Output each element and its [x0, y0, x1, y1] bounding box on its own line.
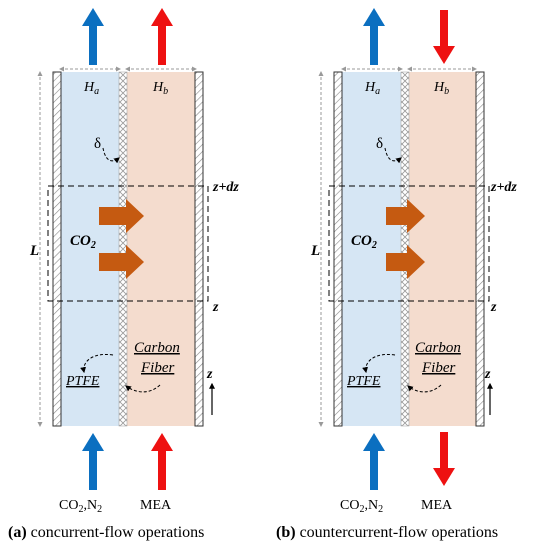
- right-wall: [194, 71, 204, 427]
- zdz-label: z+dz: [490, 180, 517, 195]
- carbon-label: Carbon: [415, 340, 461, 356]
- co2-flux-arrow: [99, 199, 144, 233]
- gas-feed-sub2: 2: [378, 504, 383, 515]
- membrane: [118, 71, 128, 427]
- delta-label: δ: [376, 136, 383, 152]
- liquid-feed-label: MEA: [421, 498, 453, 513]
- svg-text:CO2: CO2: [70, 233, 96, 251]
- ha-label: H: [364, 80, 376, 95]
- top-arrow-liquid-outlet: [151, 8, 173, 65]
- liquid-feed-label: MEA: [140, 498, 172, 513]
- left-wall: [333, 71, 343, 427]
- svg-text:(a) concurrent-flow operations: (a) concurrent-flow operations: [8, 524, 204, 541]
- bottom-arrow-liquid-outlet: [433, 432, 455, 486]
- gas-feed-label: CO: [340, 498, 359, 513]
- fiber-label: Fiber: [140, 360, 174, 376]
- right-wall: [475, 71, 485, 427]
- svg-text:CO2,N2: CO2,N2: [59, 498, 102, 515]
- gas-channel: [61, 72, 119, 426]
- co2-label: CO: [70, 233, 91, 249]
- panel-countercurrent: Ha Hb δ z+dz z L CO2 PTFE Carbon Fiber z…: [276, 8, 517, 541]
- fiber-label: Fiber: [421, 360, 455, 376]
- carbon-label: Carbon: [134, 340, 180, 356]
- svg-text:Hb: Hb: [152, 80, 168, 97]
- gas-feed-sub: 2: [78, 504, 83, 515]
- co2-flux-arrow: [99, 245, 144, 279]
- co2-label: CO: [351, 233, 372, 249]
- control-volume: [47, 185, 209, 302]
- top-arrow-gas-outlet: [363, 8, 385, 65]
- co2-sub: 2: [90, 240, 96, 251]
- hb-sub: b: [444, 86, 449, 97]
- svg-text:CO2,N2: CO2,N2: [340, 498, 383, 515]
- left-wall: [52, 71, 62, 427]
- bottom-arrow-gas-inlet: [363, 433, 385, 490]
- co2-flux-arrow: [386, 199, 425, 233]
- gas-feed-rest: ,N: [364, 498, 378, 513]
- delta-label: δ: [94, 136, 101, 152]
- zdz-label: z+dz: [212, 180, 239, 195]
- svg-text:Ha: Ha: [364, 80, 380, 97]
- bottom-arrow-liquid-inlet: [151, 433, 173, 490]
- ha-sub: a: [94, 86, 99, 97]
- svg-text:Hb: Hb: [433, 80, 449, 97]
- caption-tag: (a): [8, 524, 27, 541]
- length-label: L: [29, 243, 39, 259]
- liquid-channel: [127, 72, 195, 426]
- z-label: z: [490, 300, 497, 315]
- ptfe-label: PTFE: [65, 374, 100, 389]
- z-axis-label: z: [206, 367, 213, 382]
- svg-text:Ha: Ha: [83, 80, 99, 97]
- ha-sub: a: [375, 86, 380, 97]
- panel-concurrent: Ha Hb δ z+dz z L CO2 PTFE Carbon Fiber z…: [8, 8, 239, 541]
- bottom-arrow-gas-inlet: [82, 433, 104, 490]
- length-label: L: [310, 243, 320, 259]
- caption-text: countercurrent-flow operations: [296, 524, 499, 541]
- hb-sub: b: [163, 86, 168, 97]
- caption-text: concurrent-flow operations: [27, 524, 205, 541]
- gas-feed-sub: 2: [359, 504, 364, 515]
- control-volume: [328, 185, 490, 302]
- top-arrow-gas-outlet: [82, 8, 104, 65]
- co2-flux-arrow: [386, 245, 425, 279]
- gas-feed-sub2: 2: [97, 504, 102, 515]
- gas-channel: [342, 72, 401, 426]
- ptfe-label: PTFE: [346, 374, 381, 389]
- co2-sub: 2: [371, 240, 377, 251]
- liquid-channel: [409, 72, 476, 426]
- svg-text:CO2: CO2: [351, 233, 377, 251]
- gas-feed-label: CO: [59, 498, 78, 513]
- z-label: z: [212, 300, 219, 315]
- top-arrow-liquid-inlet: [433, 10, 455, 64]
- caption-tag: (b): [276, 524, 296, 541]
- ha-label: H: [83, 80, 95, 95]
- z-axis-label: z: [484, 367, 491, 382]
- hb-label: H: [433, 80, 445, 95]
- gas-feed-rest: ,N: [83, 498, 97, 513]
- hb-label: H: [152, 80, 164, 95]
- svg-text:(b) countercurrent-flow operat: (b) countercurrent-flow operations: [276, 524, 498, 541]
